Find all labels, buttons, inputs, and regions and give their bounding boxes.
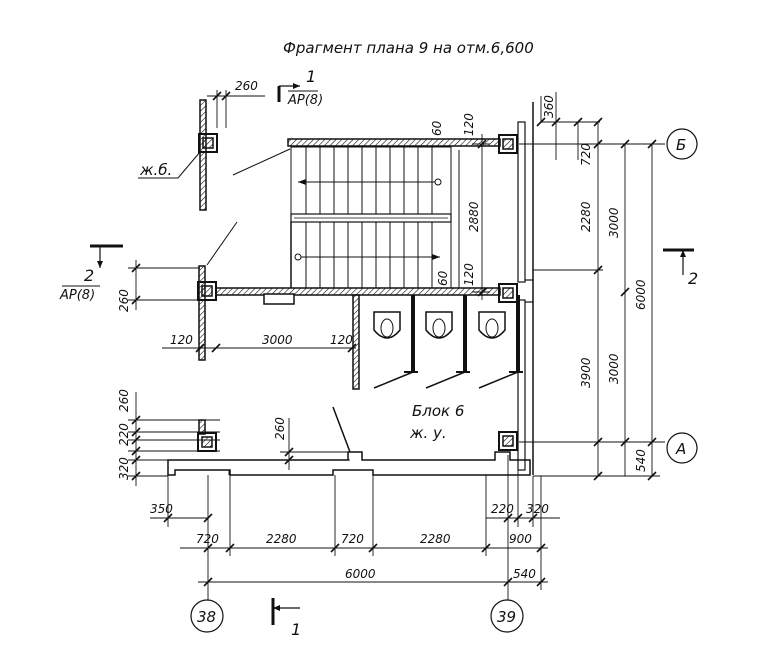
dim-bottom-720-b: 720 bbox=[341, 532, 364, 546]
section-1-number: 1 bbox=[306, 67, 316, 86]
dim-120-left: 120 bbox=[170, 333, 193, 347]
section-2-left-number: 2 bbox=[84, 266, 94, 285]
block-sublabel: ж. у. bbox=[409, 424, 447, 442]
svg-text:ж.б.: ж.б. bbox=[139, 161, 172, 179]
dim-bottom-540: 540 bbox=[513, 567, 536, 581]
axis-bubble-38: 38 bbox=[190, 599, 224, 633]
section-1-ref: AP(8) bbox=[287, 93, 323, 108]
svg-text:38: 38 bbox=[197, 608, 216, 626]
dim-120-upper: 120 bbox=[462, 113, 476, 136]
svg-text:Б: Б bbox=[676, 136, 686, 154]
dim-320-stack: 320 bbox=[117, 457, 131, 480]
dim-320-bottom: 320 bbox=[526, 502, 549, 516]
dim-220-bottom: 220 bbox=[491, 502, 514, 516]
dim-260-top: 260 bbox=[235, 79, 258, 93]
dim-bottom-2280-a: 2280 bbox=[266, 532, 297, 546]
dim-60-upper: 60 bbox=[430, 120, 444, 136]
axis-bubble-b: Б bbox=[666, 128, 698, 160]
dim-60-lower: 60 bbox=[436, 270, 450, 286]
dim-2280-right: 2280 bbox=[579, 201, 593, 232]
axis-bubble-39: 39 bbox=[490, 599, 524, 633]
dim-bottom-2280-b: 2280 bbox=[420, 532, 451, 546]
dim-120-mid: 120 bbox=[330, 333, 353, 347]
toilet-fixtures bbox=[373, 295, 523, 389]
section-marker-2-left: 2 AP(8) bbox=[59, 244, 123, 303]
section-1-bottom-number: 1 bbox=[291, 620, 301, 639]
dim-6000-vertical: 6000 bbox=[634, 279, 648, 310]
section-marker-1-top: 1 AP(8) bbox=[277, 67, 323, 108]
dimension-ticks bbox=[131, 91, 657, 587]
section-marker-2-right: 2 bbox=[663, 248, 698, 288]
dim-260-middle: 260 bbox=[273, 417, 287, 440]
block-label: Блок 6 bbox=[412, 402, 464, 420]
dim-260-stack: 260 bbox=[117, 389, 131, 412]
dim-3000-horizontal: 3000 bbox=[262, 333, 293, 347]
section-2-right-number: 2 bbox=[688, 269, 698, 288]
dim-540-vertical: 540 bbox=[634, 449, 648, 472]
dim-3000-lower: 3000 bbox=[607, 353, 621, 384]
dim-260-left: 260 bbox=[117, 289, 131, 312]
svg-text:А: А bbox=[675, 440, 686, 458]
dim-bottom-900: 900 bbox=[509, 532, 532, 546]
staircase bbox=[206, 146, 460, 289]
dim-bottom-720-a: 720 bbox=[196, 532, 219, 546]
walls bbox=[167, 99, 534, 476]
dim-220-stack: 220 bbox=[117, 423, 131, 446]
section-2-left-ref: AP(8) bbox=[59, 288, 95, 303]
dim-3900: 3900 bbox=[579, 357, 593, 388]
dim-120-lower: 120 bbox=[462, 263, 476, 286]
dim-360: 360 bbox=[542, 95, 556, 118]
dim-350: 350 bbox=[150, 502, 173, 516]
radiator bbox=[263, 293, 295, 305]
section-marker-1-bottom: 1 bbox=[271, 598, 301, 639]
dimension-lines bbox=[128, 90, 660, 590]
label-reinforced-concrete: ж.б. bbox=[138, 151, 201, 179]
drawing-title: Фрагмент плана 9 на отм.6,600 bbox=[283, 39, 534, 57]
dim-2880: 2880 bbox=[467, 201, 481, 232]
dimension-labels: 260 360 720 60 120 2880 2280 3000 6000 6… bbox=[117, 79, 648, 581]
axis-bubble-a: А bbox=[666, 432, 698, 464]
svg-text:39: 39 bbox=[497, 608, 516, 626]
dim-720-right: 720 bbox=[579, 143, 593, 166]
dim-bottom-6000: 6000 bbox=[345, 567, 376, 581]
dim-3000-upper: 3000 bbox=[607, 207, 621, 238]
